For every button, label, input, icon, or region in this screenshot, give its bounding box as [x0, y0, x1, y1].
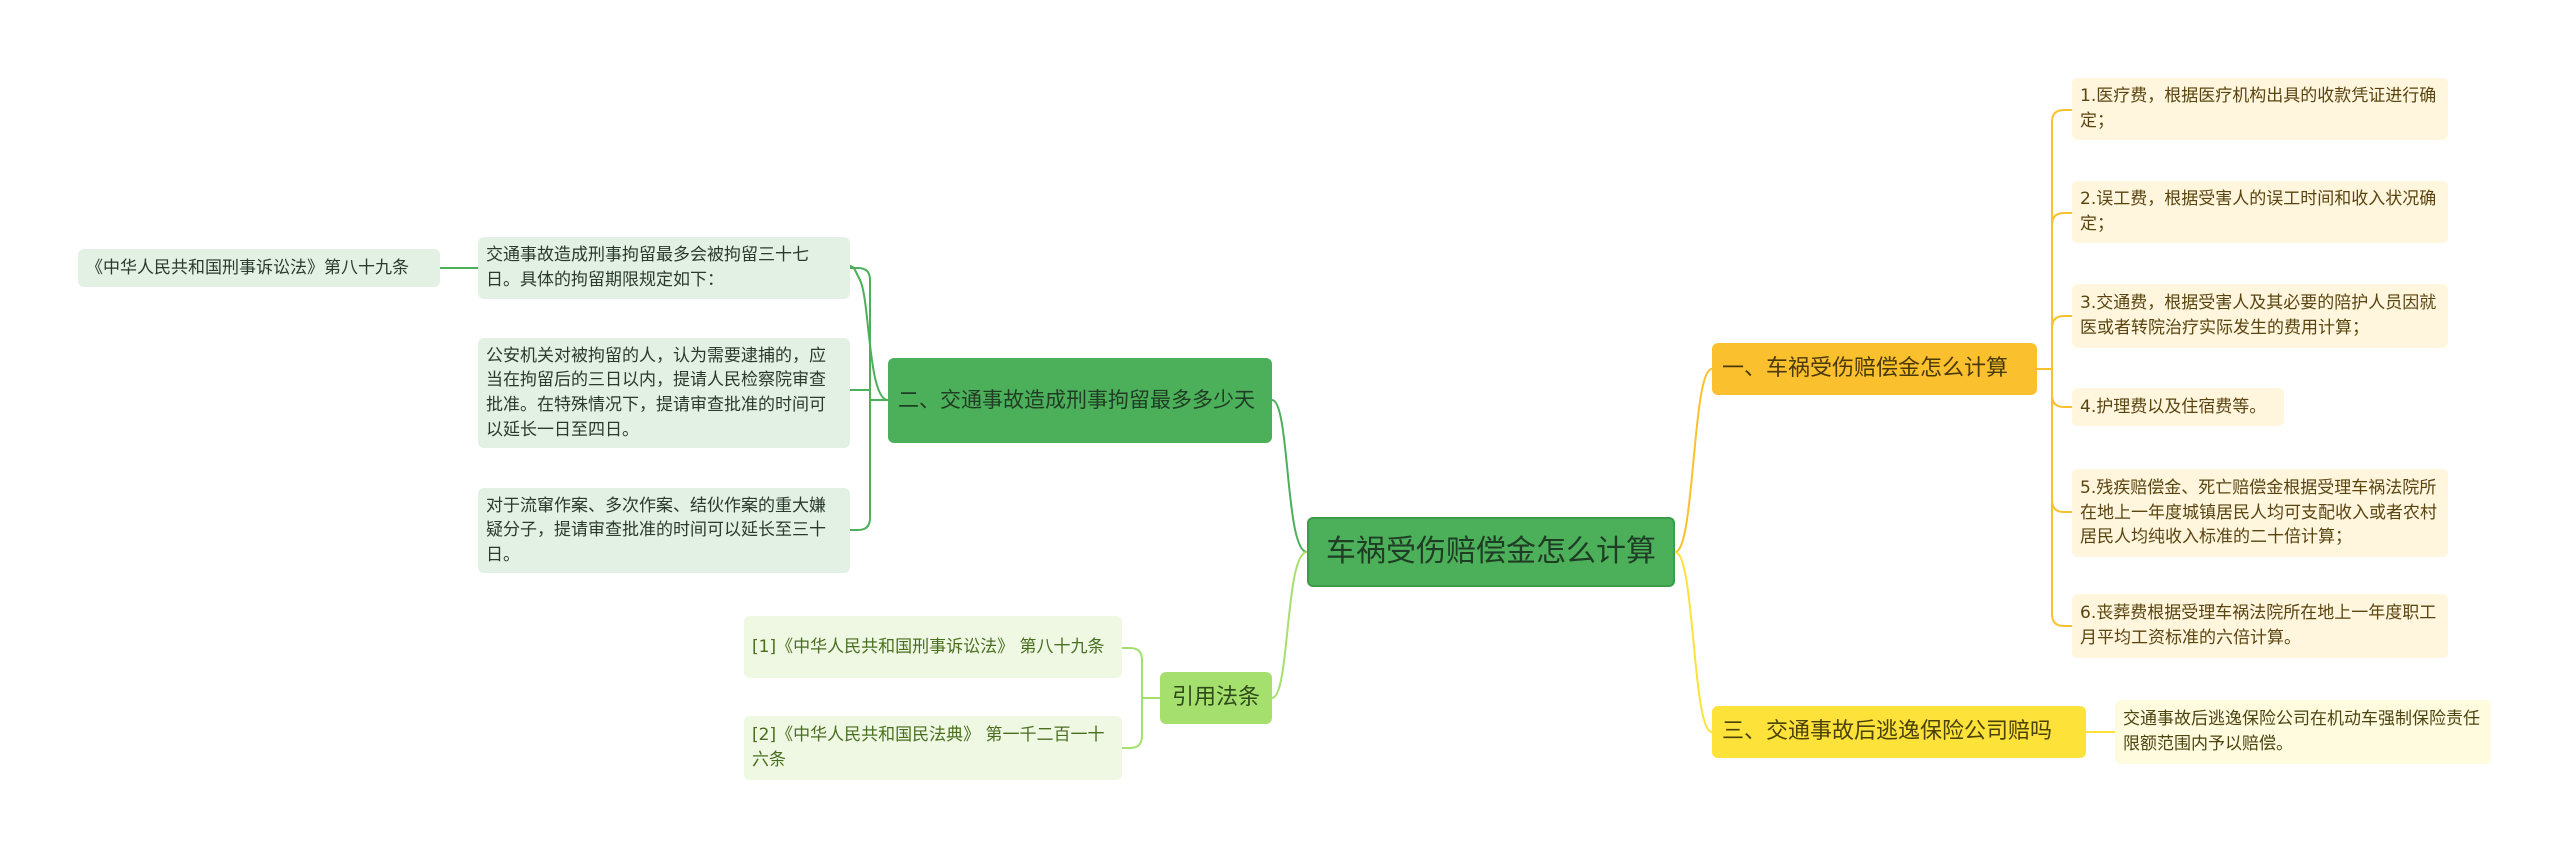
detention-item-3[interactable]: 对于流窜作案、多次作案、结伙作案的重大嫌疑分子，提请审查批准的时间可以延长至三十… — [478, 488, 850, 573]
detention-item-1[interactable]: 交通事故造成刑事拘留最多会被拘留三十七日。具体的拘留期限规定如下： — [478, 237, 850, 299]
calc-item-1[interactable]: 1.医疗费，根据医疗机构出具的收款凭证进行确定； — [2072, 78, 2448, 140]
detention-item-2[interactable]: 公安机关对被拘留的人，认为需要逮捕的，应当在拘留后的三日以内，提请人民检察院审查… — [478, 338, 850, 448]
link-root-calc — [1674, 368, 1713, 553]
branch-detention[interactable]: 二、交通事故造成刑事拘留最多多少天 — [888, 358, 1272, 443]
calc-item-5[interactable]: 5.残疾赔偿金、死亡赔偿金根据受理车祸法院所在地上一年度城镇居民人均可支配收入或… — [2072, 469, 2448, 557]
branch-calc[interactable]: 一、车祸受伤赔偿金怎么计算 — [1712, 343, 2037, 395]
law-item-1[interactable]: [1]《中华人民共和国刑事诉讼法》 第八十九条 — [744, 616, 1122, 678]
detention-source-label[interactable]: 《中华人民共和国刑事诉讼法》第八十九条 — [78, 249, 440, 287]
calc-item-4[interactable]: 4.护理费以及住宿费等。 — [2072, 388, 2284, 426]
link-root-laws — [1271, 551, 1308, 699]
calc-item-2[interactable]: 2.误工费，根据受害人的误工时间和收入状况确定； — [2072, 181, 2448, 243]
calc-item-6[interactable]: 6.丧葬费根据受理车祸法院所在地上一年度职工月平均工资标准的六倍计算。 — [2072, 594, 2448, 658]
law-item-2[interactable]: [2]《中华人民共和国民法典》 第一千二百一十六条 — [744, 716, 1122, 780]
branch-escape[interactable]: 三、交通事故后逃逸保险公司赔吗 — [1712, 706, 2086, 758]
link-root-escape — [1674, 551, 1713, 733]
branch-laws[interactable]: 引用法条 — [1160, 672, 1272, 724]
escape-item-1[interactable]: 交通事故后逃逸保险公司在机动车强制保险责任限额范围内予以赔偿。 — [2115, 700, 2491, 764]
root-topic[interactable]: 车祸受伤赔偿金怎么计算 — [1307, 517, 1675, 587]
link-root-detention — [1271, 399, 1308, 553]
calc-item-3[interactable]: 3.交通费，根据受害人及其必要的陪护人员因就医或者转院治疗实际发生的费用计算； — [2072, 284, 2448, 348]
